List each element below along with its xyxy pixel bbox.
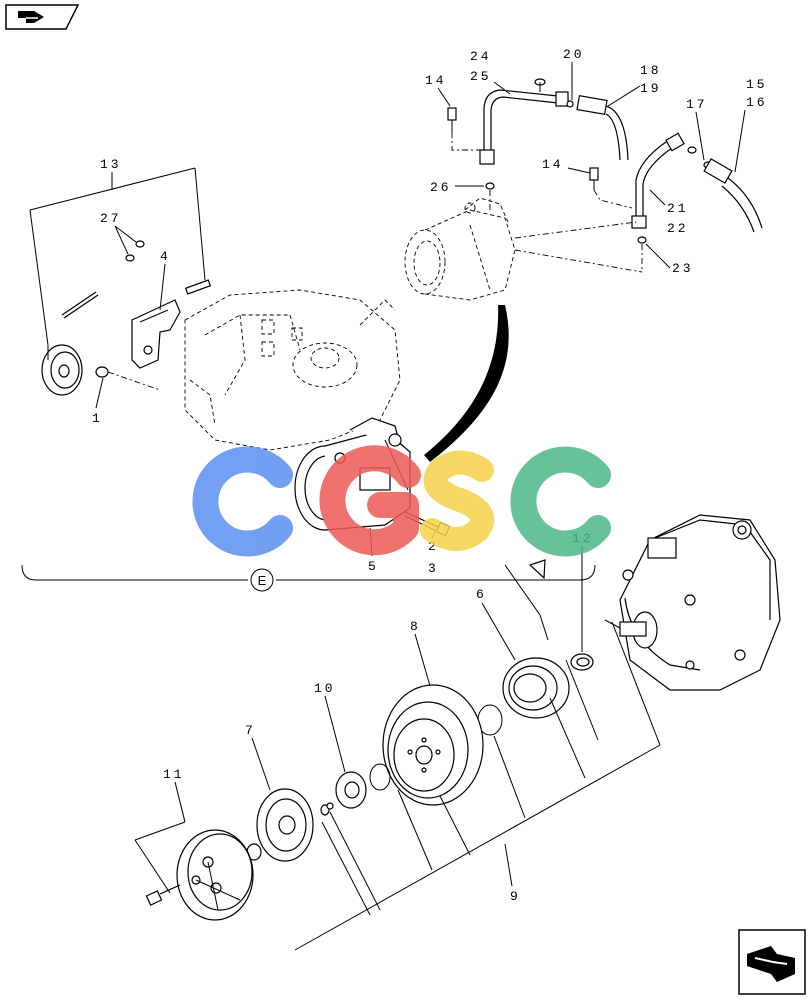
label-17: 17 — [686, 97, 708, 112]
label-23: 23 — [672, 261, 694, 276]
label-15: 15 — [746, 77, 768, 92]
view-arrow — [424, 305, 509, 462]
engine-block-outline — [184, 289, 401, 451]
section-e-brace: E — [21, 564, 596, 592]
label-8: 8 — [410, 619, 421, 634]
label-22: 22 — [667, 221, 689, 236]
label-19: 19 — [640, 81, 662, 96]
prev-page-button[interactable] — [4, 3, 80, 31]
label-18: 18 — [640, 63, 662, 78]
label-9: 9 — [510, 889, 521, 904]
compressor-reference — [404, 197, 516, 301]
label-14b: 14 — [542, 157, 564, 172]
watermark-letter-c — [510, 446, 611, 557]
label-24: 24 — [470, 49, 492, 64]
idler-bracket-assembly — [29, 167, 212, 396]
label-25: 25 — [470, 69, 492, 84]
arrow-page-icon — [738, 929, 806, 995]
label-10: 10 — [314, 681, 336, 696]
watermark-logo — [192, 445, 611, 557]
refrigerant-hoses — [447, 78, 763, 273]
label-3: 3 — [428, 561, 439, 576]
label-5: 5 — [368, 559, 379, 574]
watermark-letter-s — [420, 450, 495, 551]
section-marker: E — [258, 573, 267, 588]
label-27: 27 — [100, 211, 122, 226]
arrow-page-icon — [5, 4, 80, 30]
label-14a: 14 — [425, 73, 447, 88]
label-16: 16 — [746, 95, 768, 110]
watermark-letter-c — [192, 446, 293, 557]
label-20: 20 — [563, 47, 585, 62]
label-4: 4 — [160, 249, 171, 264]
next-page-button[interactable] — [737, 928, 807, 996]
label-6: 6 — [476, 587, 487, 602]
part-labels: 1 2 3 4 5 6 7 8 9 10 11 12 13 14 14 15 1… — [92, 47, 768, 904]
compressor-exploded — [134, 514, 781, 951]
label-11: 11 — [163, 767, 185, 782]
watermark-letter-g — [319, 445, 421, 556]
label-26: 26 — [430, 180, 452, 195]
label-1: 1 — [92, 411, 103, 426]
label-21: 21 — [667, 201, 689, 216]
label-7: 7 — [245, 723, 256, 738]
label-2: 2 — [428, 539, 439, 554]
label-13: 13 — [100, 157, 122, 172]
